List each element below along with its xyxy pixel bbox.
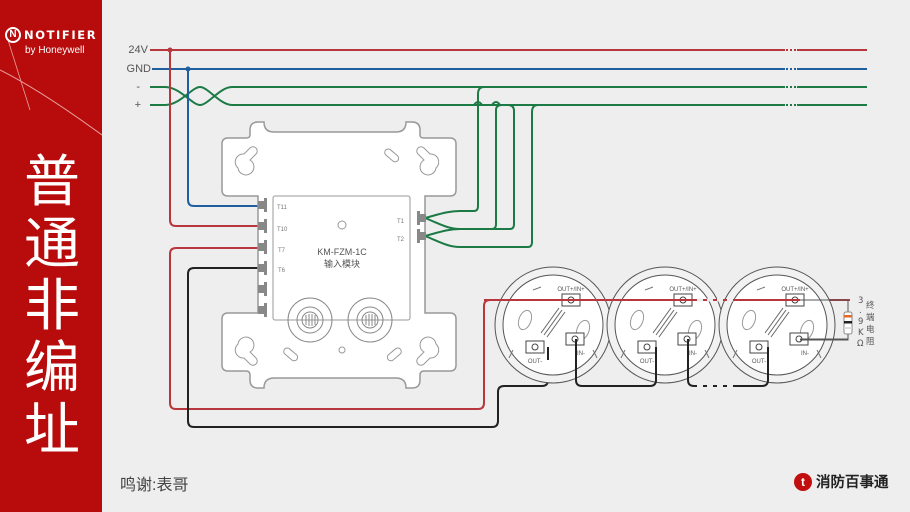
terminal-label-out-in-plus: OUT+/IN+ [781, 287, 809, 293]
base-tab [508, 286, 598, 359]
hole-icon [338, 346, 346, 354]
base-tab [620, 286, 710, 359]
terminal-label-t11: T11 [277, 205, 288, 211]
base-slot [741, 309, 757, 331]
detector-base: OUT+/IN+ OUT- IN- [606, 266, 724, 384]
resistor-value-char: K [858, 328, 864, 338]
terminal-label-t7: T7 [278, 248, 286, 254]
bus-minus [150, 86, 867, 106]
terminal-label-t1: T1 [397, 219, 405, 225]
module-model: KM-FZM-1C [317, 247, 367, 257]
base-terminal [637, 340, 657, 354]
terminal-label-t6: T6 [278, 268, 286, 274]
bus-label-minus: - [136, 81, 140, 93]
base-inner-ring [726, 274, 828, 376]
base-contact-spring [540, 307, 566, 338]
terminal-label-out-in-plus: OUT+/IN+ [669, 287, 697, 293]
resistor-label-char: 端 [866, 312, 875, 323]
resistor-value-char: 9 [858, 317, 863, 327]
resistor-label-char: 终 [866, 300, 875, 311]
base-contact-spring [652, 307, 678, 338]
brand-name: 消防百事通 [816, 475, 889, 491]
terminal-label-in-minus: IN- [577, 351, 585, 357]
base-inner-ring [614, 274, 716, 376]
base-tab [732, 286, 822, 359]
title-char: 址 [24, 398, 80, 463]
resistor-label-char: 电 [866, 324, 875, 335]
base-inner-ring [502, 274, 604, 376]
keyhole-icon [234, 146, 258, 176]
terminal-label-out-minus: OUT- [528, 359, 542, 365]
title-char: 普 [24, 150, 80, 215]
wire-t6-to-detector1 [187, 267, 549, 428]
terminal-label-in-minus: IN- [689, 351, 697, 357]
slot-icon [386, 347, 402, 362]
terminal-label-in-minus: IN- [801, 351, 809, 357]
end-of-line-resistor [843, 311, 853, 335]
notifier-logo: N NOTIFIER [5, 27, 97, 43]
slot-icon [283, 347, 299, 362]
address-dial-tens[interactable] [287, 297, 333, 343]
bus-label-24v: 24V [128, 44, 148, 56]
wire-t7-to-detectors [169, 247, 850, 410]
resistor-value-char: Ω [857, 339, 864, 349]
terminal-label-out-minus: OUT- [752, 359, 766, 365]
title-char: 非 [24, 274, 80, 339]
sidebar-banner: N NOTIFIER by Honeywell 普 通 非 编 址 [0, 0, 102, 512]
terminal-screw-icon [643, 343, 651, 351]
bus-plus [150, 86, 867, 106]
bus-label-plus: + [135, 99, 141, 111]
terminal-label-t10: T10 [277, 227, 288, 233]
wire-link-1-2 [575, 360, 657, 387]
terminal-screw-icon [531, 343, 539, 351]
keyhole-icon [416, 146, 440, 176]
resistor-value-char: 3 [858, 296, 863, 306]
page-title: 普 通 非 编 址 [14, 152, 90, 462]
left-terminal-screws [258, 198, 267, 317]
terminal-label-out-minus: OUT- [640, 359, 654, 365]
detector-bases: OUT+/IN+OUT-IN-OUT+/IN+OUT-IN-OUT+/IN+OU… [484, 266, 848, 384]
notifier-logo-text: NOTIFIER [24, 28, 98, 42]
signal-wires [424, 86, 539, 248]
mount-holes [234, 146, 440, 366]
address-dial-units[interactable] [347, 297, 393, 343]
terminal-label-out-in-plus: OUT+/IN+ [557, 287, 585, 293]
detector-base: OUT+/IN+ OUT- IN- [494, 266, 612, 384]
resistor-value-char: . [859, 306, 862, 316]
credit-text: 鸣谢:表哥 [120, 477, 189, 494]
base-slot [517, 309, 533, 331]
slot-icon [384, 148, 400, 163]
terminal-label-t2: T2 [397, 237, 405, 243]
notifier-logo-icon: N [5, 27, 21, 43]
module-body [272, 195, 411, 321]
brand-logo-icon: t [794, 472, 812, 491]
terminal-screw-icon [755, 343, 763, 351]
logo-subtitle: by Honeywell [25, 45, 85, 56]
bus-label-gnd: GND [127, 63, 152, 75]
title-char: 编 [24, 336, 80, 401]
module-name: 输入模块 [324, 258, 360, 269]
base-terminal [525, 340, 545, 354]
resistor-label-char: 阻 [866, 337, 875, 347]
led-icon [337, 220, 347, 230]
detector-base: OUT+/IN+ OUT- IN- [718, 266, 836, 384]
right-terminal-screws [417, 211, 426, 243]
keyhole-icon [234, 336, 258, 366]
base-slot [629, 309, 645, 331]
wire-gnd-to-t11 [187, 69, 262, 207]
keyhole-icon [416, 336, 440, 366]
base-terminal [749, 340, 769, 354]
decorative-curve [0, 39, 102, 136]
wire-stub [575, 339, 769, 360]
base-contact-spring [764, 307, 790, 338]
footer-brand: t 消防百事通 [794, 471, 889, 492]
title-char: 通 [24, 212, 80, 277]
wire-24v-to-t10 [169, 50, 262, 227]
